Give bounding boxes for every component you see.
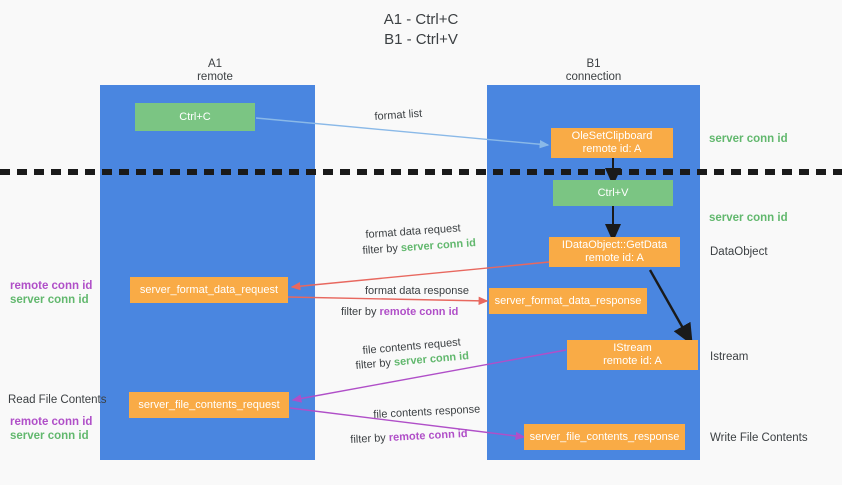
right-label-write-file-contents: Write File Contents <box>710 432 808 444</box>
node-ole-set-clipboard-line1: OleSetClipboard <box>571 130 653 142</box>
column-header-b1: B1 connection <box>565 58 622 83</box>
node-ctrl-v-label: Ctrl+V <box>597 186 629 199</box>
filter-value-server-conn-id: server conn id <box>400 237 477 255</box>
node-istream-line2: remote id: A <box>603 355 662 367</box>
left-label-remote-conn-id-bottom: remote conn id <box>10 416 93 428</box>
edge-label-format-data-response-filter: filter by remote conn id <box>341 305 458 320</box>
right-label-server-conn-id-top: server conn id <box>709 133 788 145</box>
node-server-file-contents-response-label: server_file_contents_response <box>529 430 680 443</box>
left-label-server-conn-id-bottom: server conn id <box>10 430 89 442</box>
node-ctrl-v[interactable]: Ctrl+V <box>553 180 673 206</box>
node-get-data-line1: IDataObject::GetData <box>561 239 668 251</box>
node-get-data-line2: remote id: A <box>585 252 644 264</box>
filter-value-remote-conn-id: remote conn id <box>379 306 459 318</box>
left-label-remote-conn-id-mid: remote conn id <box>10 280 93 292</box>
right-label-data-object: DataObject <box>710 246 768 258</box>
left-label-server-conn-id-mid: server conn id <box>10 294 89 306</box>
page-title: A1 - Ctrl+C B1 - Ctrl+V <box>383 11 459 48</box>
edge-label-file-contents-response-filter: filter by remote conn id <box>350 427 468 448</box>
filter-prefix: filter by <box>362 242 402 257</box>
node-ctrl-c-label: Ctrl+C <box>179 110 211 123</box>
node-ole-set-clipboard-line2: remote id: A <box>582 143 642 155</box>
node-server-file-contents-request-label: server_file_contents_request <box>138 398 280 411</box>
filter-prefix: filter by <box>341 306 380 318</box>
right-label-istream: Istream <box>710 351 749 363</box>
node-get-data[interactable]: IDataObject::GetData remote id: A <box>549 237 680 267</box>
right-label-server-conn-id-mid: server conn id <box>709 212 788 224</box>
filter-prefix: filter by <box>350 431 390 446</box>
left-label-read-file-contents: Read File Contents <box>8 394 107 406</box>
node-server-format-data-response-label: server_format_data_response <box>494 294 642 307</box>
edge-label-file-contents-response: file contents response <box>373 403 481 421</box>
node-server-file-contents-request[interactable]: server_file_contents_request <box>129 392 289 418</box>
node-istream-line1: IStream <box>613 342 652 354</box>
edge-label-format-list: format list <box>374 107 423 123</box>
trust-boundary-divider <box>0 169 842 175</box>
edge-label-format-data-response: format data response <box>365 285 469 297</box>
node-ole-set-clipboard[interactable]: OleSetClipboard remote id: A <box>551 128 673 158</box>
node-server-format-data-response[interactable]: server_format_data_response <box>489 288 647 314</box>
node-istream[interactable]: IStream remote id: A <box>567 340 698 370</box>
filter-prefix: filter by <box>355 356 395 372</box>
node-server-format-data-request[interactable]: server_format_data_request <box>130 277 288 303</box>
node-server-file-contents-response[interactable]: server_file_contents_response <box>524 424 685 450</box>
node-server-format-data-request-label: server_format_data_request <box>139 283 279 296</box>
node-ctrl-c[interactable]: Ctrl+C <box>135 103 255 131</box>
column-header-a1: A1 remote <box>197 58 233 83</box>
filter-value-remote-conn-id: remote conn id <box>388 427 468 444</box>
